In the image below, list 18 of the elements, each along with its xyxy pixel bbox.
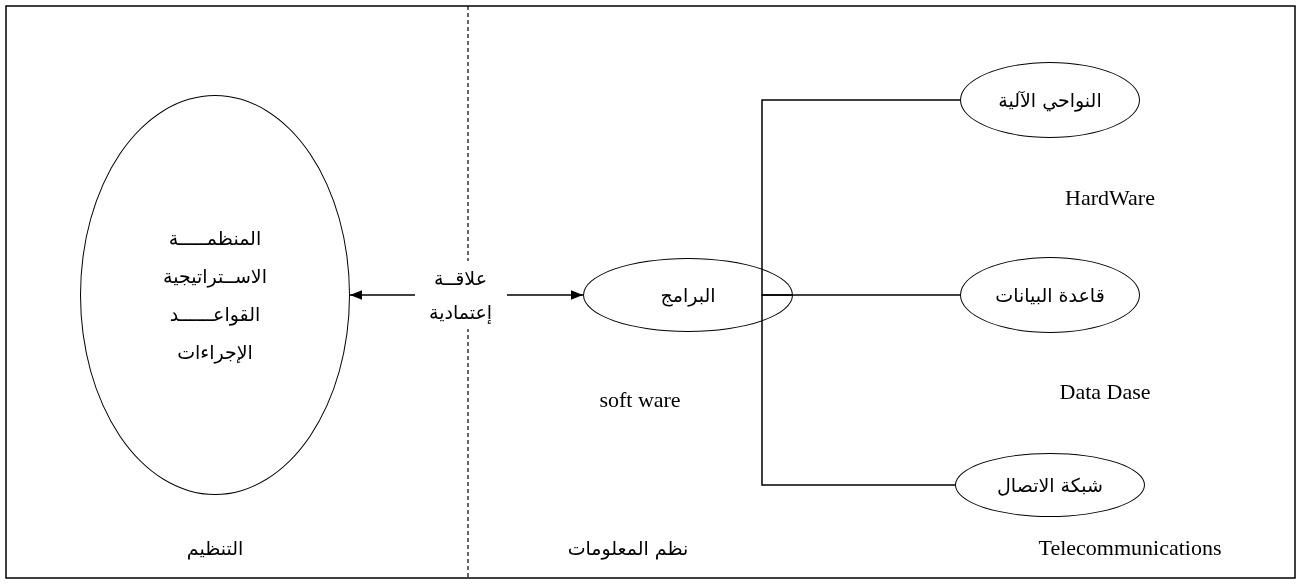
edge-label: علاقــة إعتمادية xyxy=(414,261,507,329)
node-text: البرامج xyxy=(660,284,716,306)
node-text: القواعــــــد xyxy=(169,303,261,325)
node-text: قاعدة البيانات xyxy=(995,284,1105,306)
node-caption: soft ware xyxy=(599,387,681,413)
connector xyxy=(761,294,956,486)
node-text: المنظمـــــة xyxy=(168,227,262,249)
node-text: الإجراءات xyxy=(177,341,253,363)
node-caption: Data Dase xyxy=(1059,379,1151,405)
node-caption: Telecommunications xyxy=(1038,535,1222,561)
node-text: النواحي الآلية xyxy=(998,89,1102,111)
connector xyxy=(792,294,961,296)
connector xyxy=(761,99,961,296)
node-text: شبكة الاتصال xyxy=(997,474,1103,496)
node-caption: HardWare xyxy=(1065,185,1155,211)
node-text: الاســتراتيجية xyxy=(163,265,267,287)
section-label: نظم المعلومات xyxy=(567,537,689,559)
section-label: التنظيم xyxy=(186,537,244,559)
